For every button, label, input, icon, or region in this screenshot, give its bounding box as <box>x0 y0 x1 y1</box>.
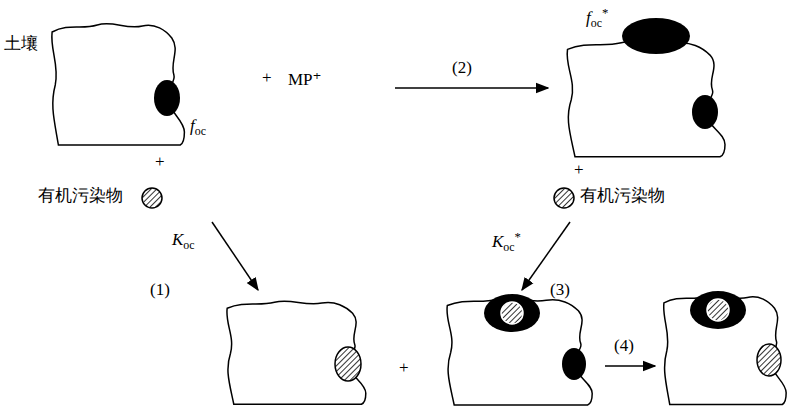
soil-particle <box>567 41 725 156</box>
plus-sign: + <box>574 160 584 180</box>
pollutant-label: 有机污染物 <box>38 186 123 206</box>
sorbed-pollutant-dot <box>707 299 729 321</box>
plus-sign: + <box>399 358 409 378</box>
symbol-label: foc* <box>586 6 608 30</box>
step-number: (2) <box>452 58 472 78</box>
reaction-arrow <box>605 365 655 367</box>
soil-particle <box>227 301 366 404</box>
soil-particle <box>664 295 787 404</box>
reagent-label: MP⁺ <box>288 70 322 90</box>
step-number: (1) <box>150 280 170 300</box>
plus-sign: + <box>262 68 272 88</box>
step-number: (3) <box>550 280 570 300</box>
reaction-arrow <box>522 222 570 290</box>
pollutant-label: 有机污染物 <box>580 186 665 206</box>
symbol-label: Koc* <box>492 230 521 254</box>
soil-particle <box>52 24 185 145</box>
pollutant-symbol <box>142 188 162 208</box>
soil-particle <box>447 298 592 405</box>
adsorbed-mp-ellipse <box>622 18 690 54</box>
symbol-label: Koc <box>172 230 195 252</box>
pollutant-symbol <box>554 188 574 208</box>
soil-label: 土壤 <box>4 34 38 54</box>
adsorbed-mp-ellipse <box>690 291 746 329</box>
reaction-arrow <box>395 87 548 89</box>
sorbed-pollutant-dot <box>335 347 361 381</box>
reaction-arrow <box>212 222 258 290</box>
step-number: (4) <box>614 336 634 356</box>
sorbed-pollutant-dot <box>757 344 781 376</box>
organic-matter-dot <box>562 348 586 380</box>
organic-matter-dot <box>154 80 180 116</box>
plus-sign: + <box>155 152 165 172</box>
adsorbed-mp-ellipse <box>484 294 540 332</box>
sorbed-pollutant-dot <box>501 302 523 324</box>
organic-matter-dot <box>692 95 718 129</box>
symbol-label: foc <box>190 116 206 138</box>
